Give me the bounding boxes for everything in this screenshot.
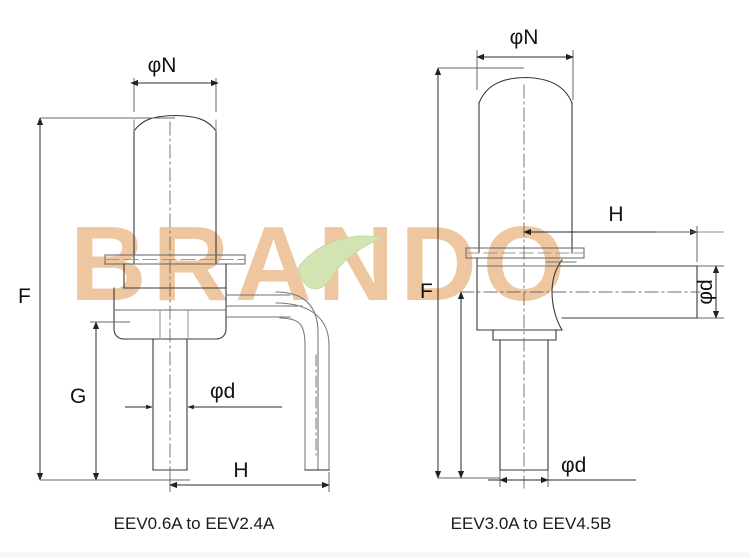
right-phid-side-label: φd (694, 279, 717, 304)
left-G-label: G (70, 385, 86, 408)
right-F-label: F (420, 280, 433, 303)
right-centerlines (460, 84, 701, 489)
right-phiN-label: φN (510, 26, 539, 49)
right-coil-body (478, 76, 573, 254)
left-H-label: H (233, 459, 248, 482)
left-coil-body (133, 114, 217, 264)
left-outlet-port (225, 294, 303, 318)
right-retaining-plate (465, 247, 585, 259)
right-phid-stem-label: φd (561, 454, 586, 477)
left-view-caption: EEV0.6A to EEV2.4A (114, 514, 275, 533)
leaf-icon (297, 235, 384, 290)
left-retaining-plate (104, 254, 246, 265)
left-phiN-label: φN (148, 54, 177, 77)
right-view-group (460, 76, 701, 489)
right-H-label: H (608, 203, 623, 226)
left-elbow-tube (275, 291, 330, 471)
left-phid-label: φd (210, 380, 235, 403)
right-dimensions (434, 50, 724, 487)
right-view-caption: EEV3.0A to EEV4.5B (451, 514, 612, 533)
bottom-edge-strip (0, 552, 750, 558)
left-dimensions (36, 78, 330, 492)
right-stem (492, 329, 557, 471)
left-valve-collar (123, 263, 227, 289)
left-view-group (104, 114, 330, 486)
right-valve-body (476, 257, 577, 331)
left-F-label: F (18, 285, 31, 308)
